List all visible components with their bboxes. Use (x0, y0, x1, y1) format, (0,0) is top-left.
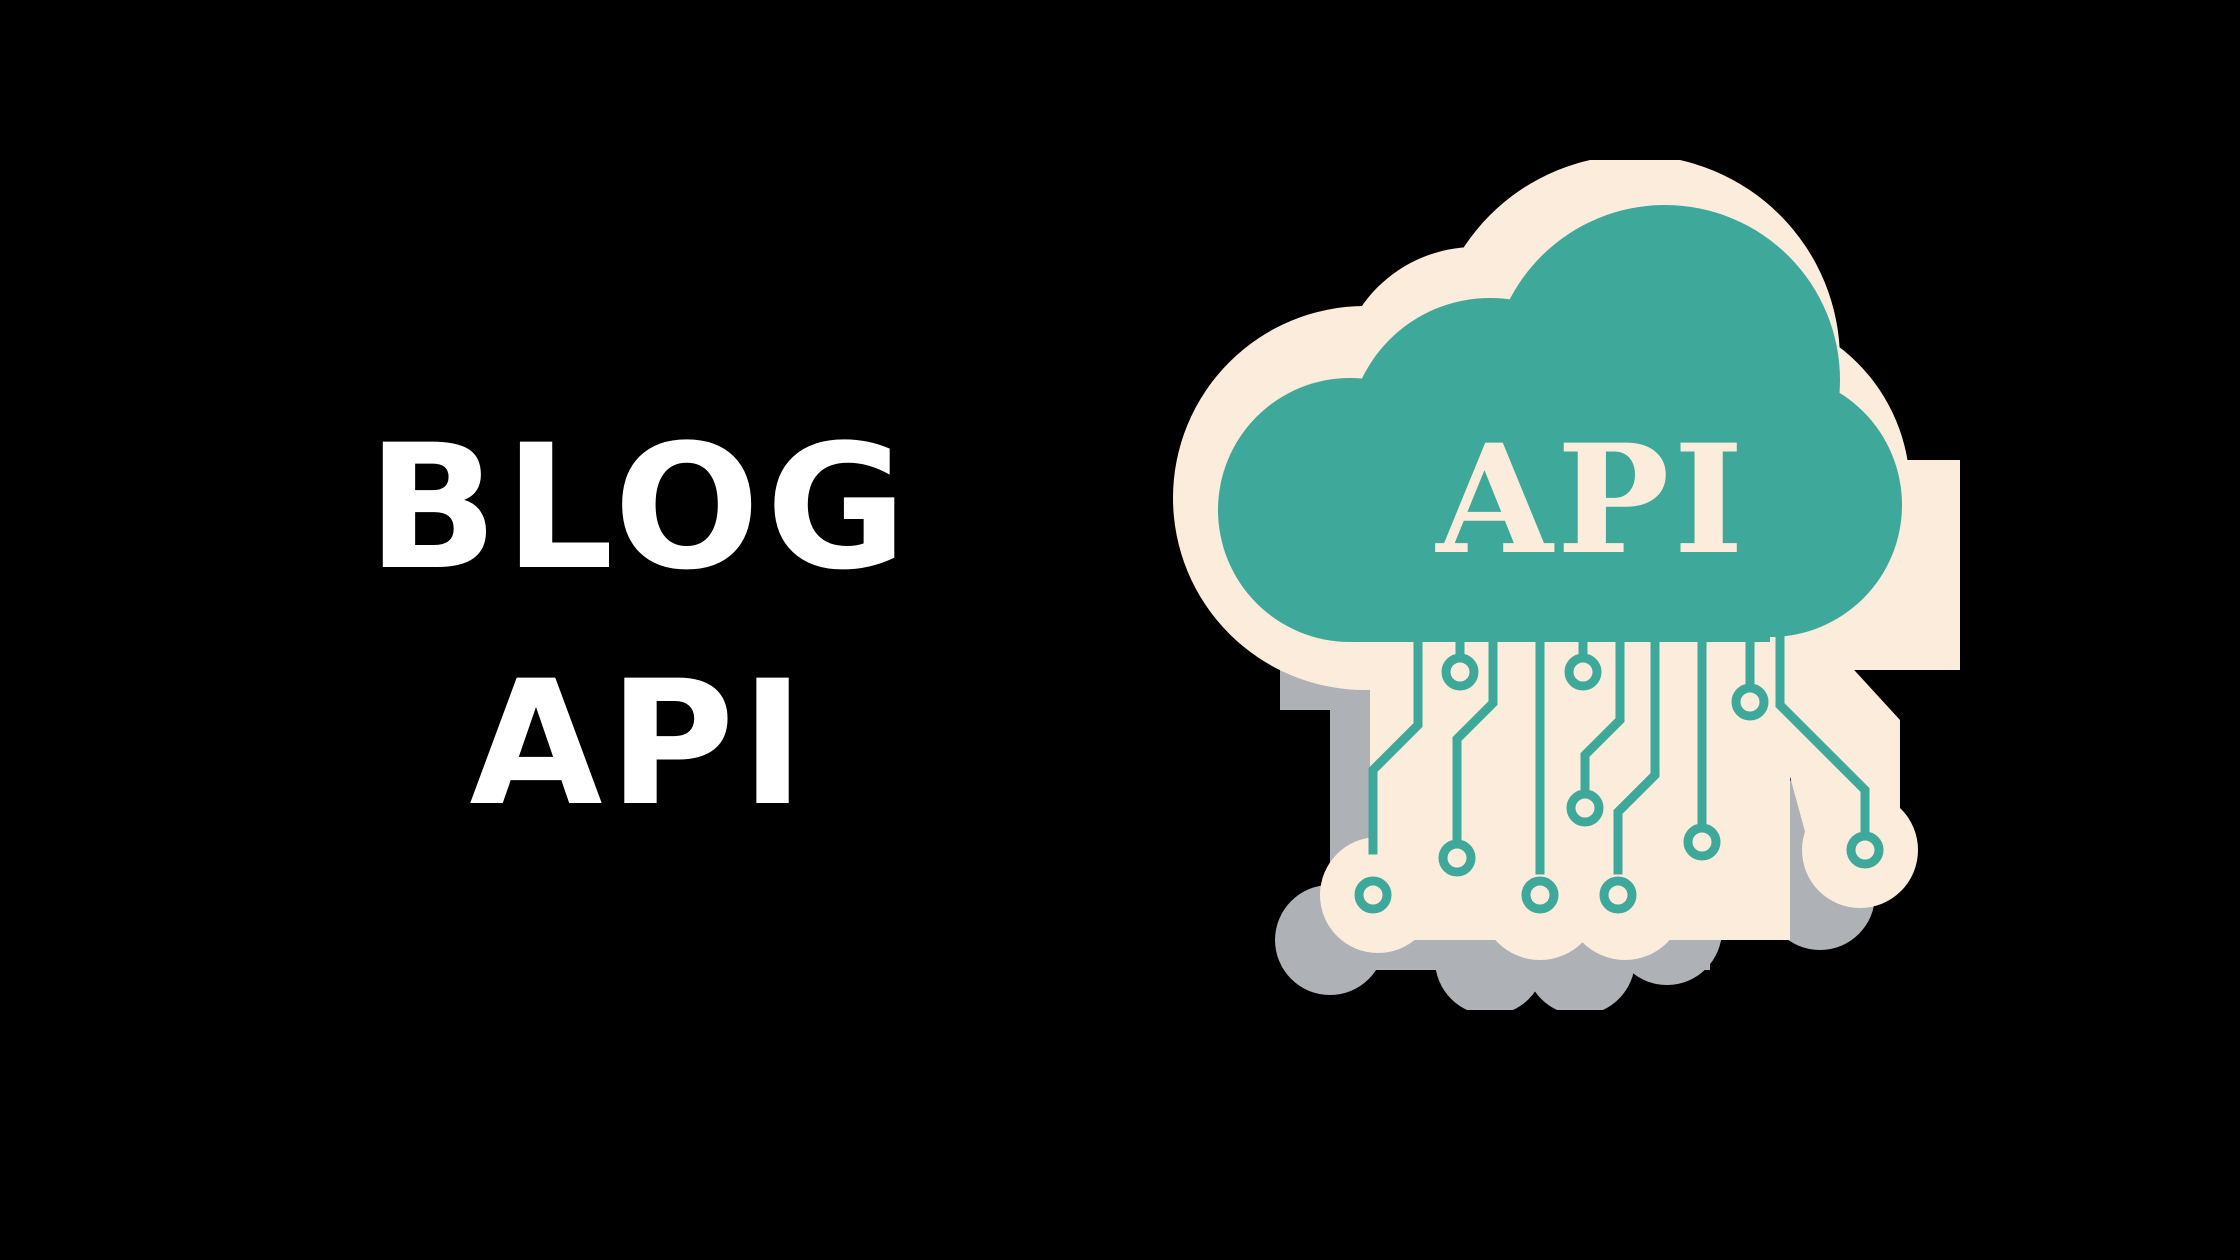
circuit-node (1354, 876, 1392, 914)
circuit-node (1441, 653, 1479, 691)
circuit-node (1683, 823, 1721, 861)
circuit-node (1599, 876, 1637, 914)
cloud-circuit-icon: API (1173, 160, 1960, 1010)
circuit-nodes (1354, 653, 1884, 914)
cloud-label: API (1434, 412, 1747, 588)
page-title: BLOG API (0, 390, 1280, 862)
title-line-blog: BLOG (367, 407, 913, 608)
cloud-body (1218, 205, 1902, 642)
title-line-api: API (469, 643, 811, 844)
circuit-node (1521, 876, 1559, 914)
circuit-node (1564, 653, 1602, 691)
circuit-node (1846, 831, 1884, 869)
circuit-node (1566, 789, 1604, 827)
circuit-node (1438, 839, 1476, 877)
circuit-node (1731, 683, 1769, 721)
